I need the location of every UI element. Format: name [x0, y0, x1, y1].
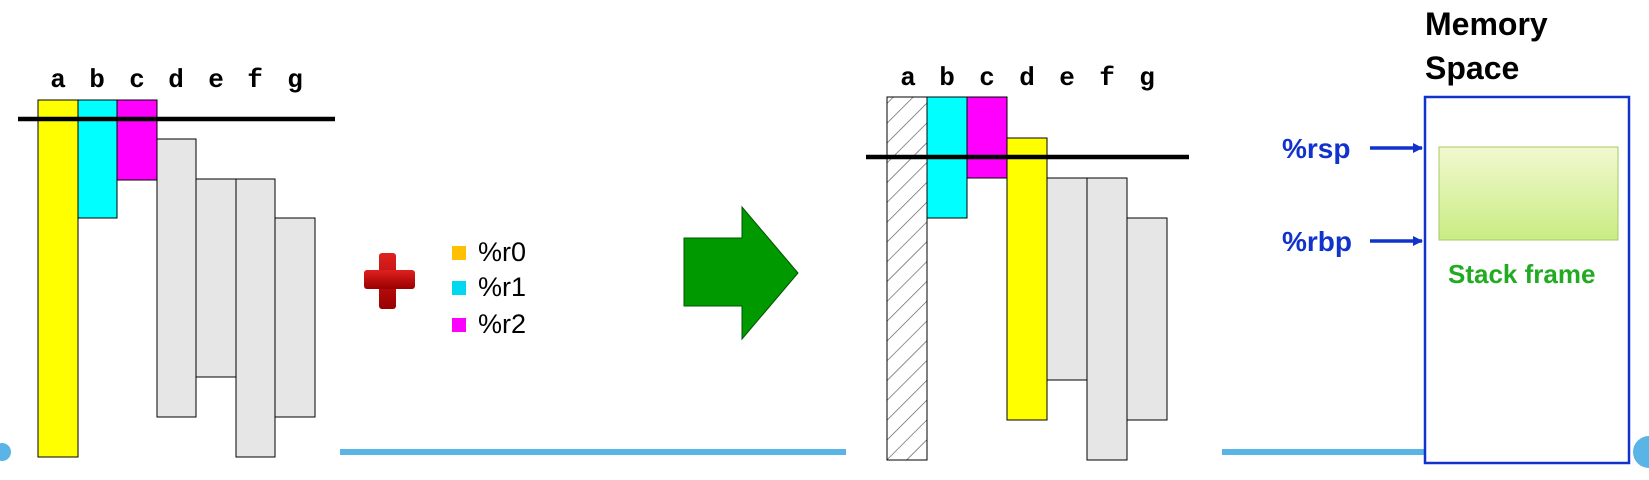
memory-space-panel: Memory Space Stack frame %rsp %rbp — [1282, 6, 1631, 465]
var-label-g: g — [287, 65, 303, 95]
live-range-g — [274, 217, 316, 418]
var-label-a: a — [50, 65, 66, 95]
var-label-c: c — [129, 65, 145, 95]
plus-icon — [364, 253, 415, 309]
var-label-d: d — [1019, 63, 1035, 93]
memory-title-line2: Space — [1425, 50, 1519, 86]
live-range-a-spilled — [886, 96, 928, 461]
live-range-e — [1046, 177, 1088, 381]
live-range-f — [1086, 177, 1128, 461]
live-range-a — [37, 99, 79, 458]
legend-label-r0: %r0 — [478, 237, 526, 267]
var-label-c: c — [979, 63, 995, 93]
live-range-g — [1126, 217, 1168, 421]
memory-title-line1: Memory — [1425, 6, 1548, 42]
rbp-label: %rbp — [1282, 226, 1352, 257]
decoration-circle — [0, 443, 11, 461]
left-live-range-diagram: a b c d e f g — [18, 65, 335, 458]
stack-frame-box — [1438, 146, 1619, 241]
live-range-e — [195, 178, 237, 378]
legend-label-r1: %r1 — [478, 272, 526, 302]
var-label-a: a — [900, 63, 916, 93]
right-live-range-diagram: a b c d e f g — [866, 63, 1189, 461]
var-label-e: e — [208, 65, 224, 95]
live-range-c — [116, 99, 158, 181]
register-legend: %r0 %r1 %r2 — [452, 237, 526, 339]
var-label-f: f — [247, 65, 263, 95]
var-label-g: g — [1139, 63, 1155, 93]
legend-swatch-r0 — [452, 246, 466, 260]
decoration-circle — [1633, 436, 1649, 468]
legend-swatch-r1 — [452, 281, 466, 295]
legend-label-r2: %r2 — [478, 309, 526, 339]
stack-frame-label: Stack frame — [1448, 259, 1595, 289]
var-label-d: d — [168, 65, 184, 95]
live-range-c — [966, 96, 1008, 179]
transform-arrow-icon — [683, 205, 799, 341]
legend-swatch-r2 — [452, 318, 466, 332]
var-label-b: b — [89, 65, 105, 95]
var-label-e: e — [1059, 63, 1075, 93]
rsp-label: %rsp — [1282, 133, 1350, 164]
live-range-f — [235, 178, 276, 458]
live-range-d — [1006, 137, 1048, 421]
live-range-d — [156, 138, 197, 418]
var-label-b: b — [939, 63, 955, 93]
var-label-f: f — [1099, 63, 1115, 93]
